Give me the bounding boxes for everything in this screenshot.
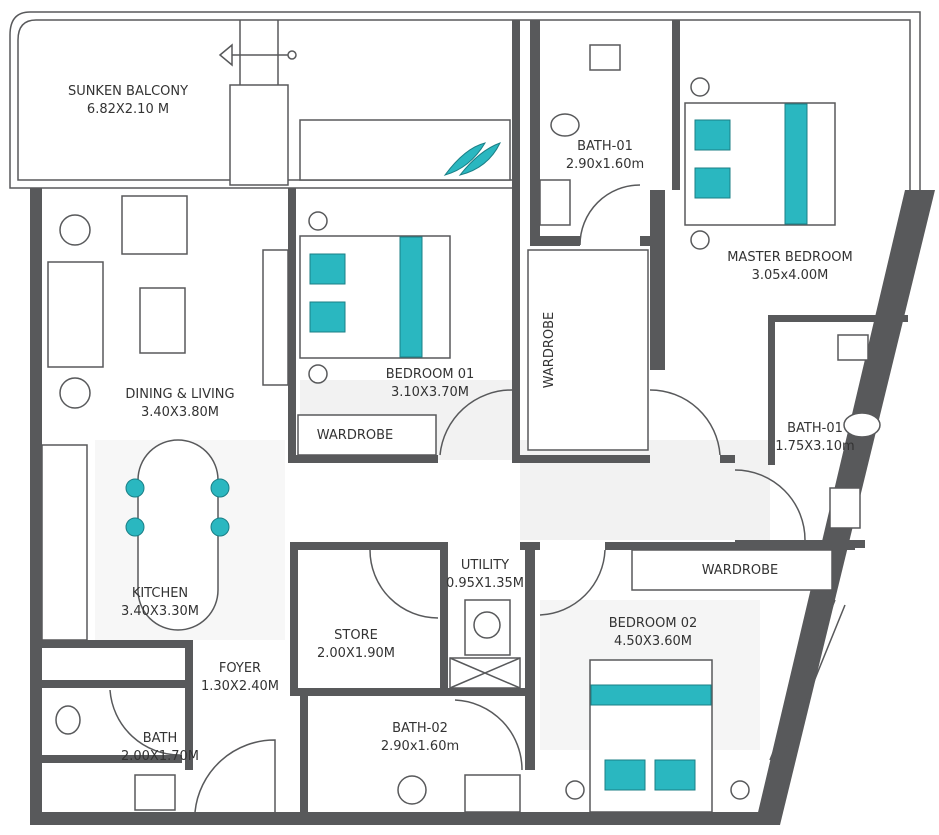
room-size: 2.90x1.60m <box>381 739 459 754</box>
room-label-bath-01-top: BATH-01 <box>577 139 633 154</box>
room-size: 3.10X3.70M <box>391 385 469 400</box>
room-label-store: STORE <box>334 628 378 643</box>
room-label-bedroom-02: BEDROOM 02 <box>609 616 698 631</box>
balcony <box>9 11 515 189</box>
room-label-kitchen: KITCHEN <box>132 586 188 601</box>
room-label-utility: UTILITY <box>461 558 509 573</box>
room-size: 4.50X3.60M <box>614 634 692 649</box>
room-label-bath: BATH <box>143 731 178 746</box>
room-size: 3.40X3.30M <box>121 604 199 619</box>
room-label-bath-02: BATH-02 <box>392 721 448 736</box>
wardrobe-label: WARDROBE <box>542 312 557 388</box>
room-label-foyer: FOYER <box>219 661 261 676</box>
wardrobe-label: WARDROBE <box>317 428 393 443</box>
room-size: 3.40X3.80M <box>141 405 219 420</box>
room-size: 3.05x4.00M <box>752 268 829 283</box>
wardrobe-label: WARDROBE <box>702 563 778 578</box>
room-size: 6.82X2.10 M <box>87 102 169 117</box>
room-label-bath-01-right: BATH-01 <box>787 421 843 436</box>
room-size: 2.00X1.90M <box>317 646 395 661</box>
room-labels: SUNKEN BALCONY 6.82X2.10 M BATH-01 2.90x… <box>68 84 855 764</box>
room-label-bedroom-01: BEDROOM 01 <box>386 367 475 382</box>
room-size: 2.00X1.70M <box>121 749 199 764</box>
room-size: 0.95X1.35M <box>446 576 524 591</box>
room-size: 2.90x1.60m <box>566 157 644 172</box>
room-size: 1.75X3.10m <box>775 439 854 454</box>
furniture <box>41 44 881 813</box>
room-label-dining-living: DINING & LIVING <box>125 387 234 402</box>
doors <box>109 184 806 813</box>
room-label-master-bedroom: MASTER BEDROOM <box>727 250 853 265</box>
room-label-sunken-balcony: SUNKEN BALCONY <box>68 84 188 99</box>
room-size: 1.30X2.40M <box>201 679 279 694</box>
